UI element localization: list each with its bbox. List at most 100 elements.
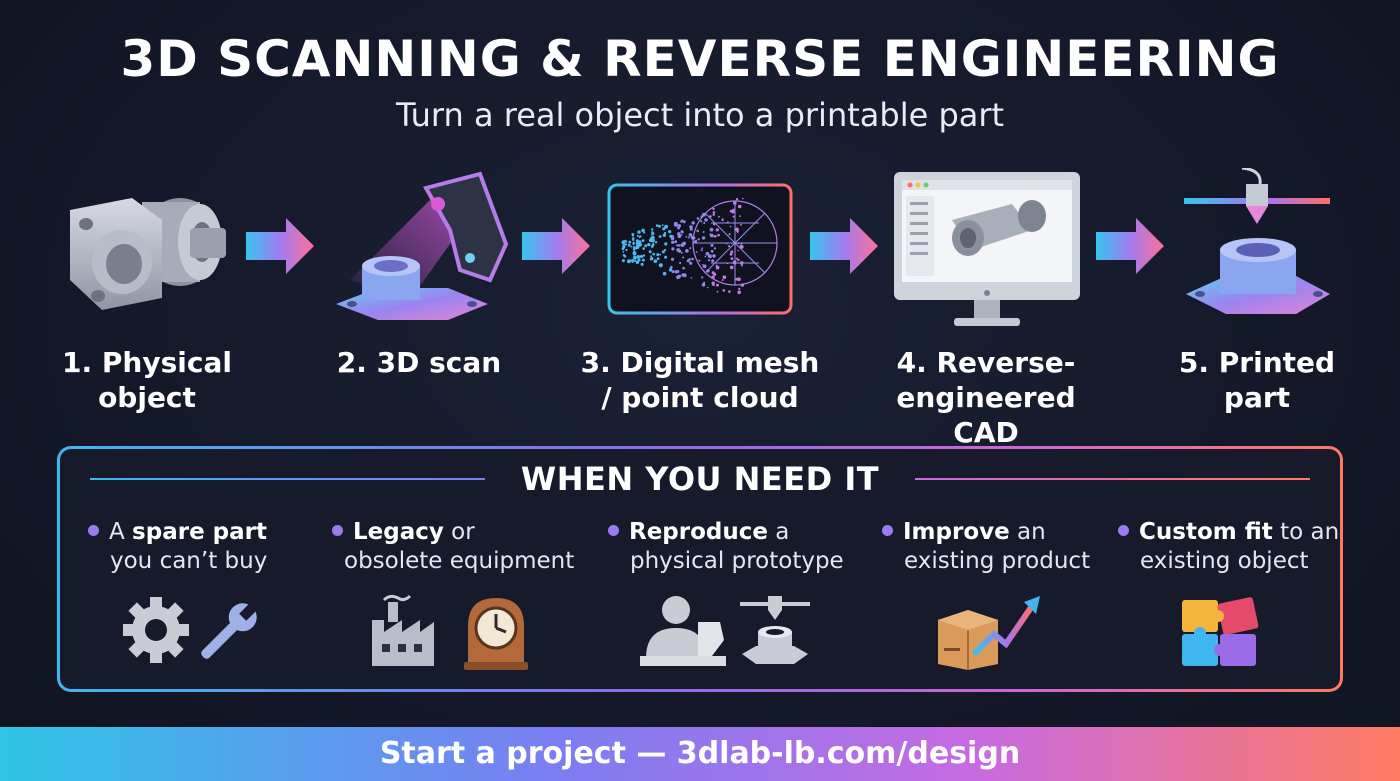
- point-cloud-dot: [682, 220, 686, 224]
- bullet-icon: [608, 525, 619, 536]
- point-cloud-dot: [670, 265, 673, 269]
- point-cloud-dot: [715, 228, 719, 232]
- point-cloud-dot: [658, 263, 663, 268]
- point-cloud-dot: [641, 228, 645, 233]
- point-cloud-dot: [631, 260, 634, 263]
- point-cloud-dot: [674, 270, 678, 274]
- point-cloud-dot: [737, 290, 741, 295]
- point-cloud-dot: [680, 230, 684, 234]
- point-cloud-dot: [654, 241, 658, 244]
- cta-banner[interactable]: Start a project — 3dlab-lb.com/design: [0, 727, 1400, 781]
- point-cloud-dot: [637, 258, 641, 262]
- point-cloud-dot: [664, 255, 668, 259]
- gear-tooth: [123, 624, 137, 636]
- bullet-icon: [88, 525, 99, 536]
- page-subtitle: Turn a real object into a printable part: [395, 96, 1005, 134]
- point-cloud-dot: [664, 224, 668, 229]
- point-cloud-dot: [716, 290, 719, 293]
- point-cloud-dot: [705, 251, 710, 256]
- point-cloud-dot: [703, 281, 706, 284]
- point-cloud-dot: [680, 251, 683, 254]
- point-cloud-dot: [730, 257, 734, 260]
- point-cloud-dot: [651, 232, 655, 235]
- point-cloud-dot: [696, 217, 700, 220]
- point-cloud-dot: [627, 259, 631, 264]
- point-cloud-dot: [631, 234, 634, 237]
- point-cloud-dot: [637, 230, 641, 234]
- point-cloud-dot: [622, 251, 625, 253]
- point-cloud-dot: [673, 221, 678, 226]
- point-cloud-dot: [737, 249, 739, 252]
- 3d-printer-nozzle-icon: [1184, 168, 1330, 314]
- point-cloud-dot: [624, 243, 628, 246]
- point-cloud-dot: [636, 255, 641, 259]
- point-cloud-dot: [640, 262, 644, 266]
- point-cloud-dot: [671, 247, 675, 251]
- point-cloud-dot: [701, 236, 706, 240]
- point-cloud-dot: [632, 239, 635, 242]
- point-cloud-dot: [691, 257, 694, 261]
- point-cloud-dot: [737, 204, 742, 209]
- point-cloud-dot: [709, 233, 714, 238]
- point-cloud-dot: [682, 241, 686, 246]
- point-cloud-dot: [701, 276, 704, 279]
- point-cloud-dot: [685, 249, 689, 253]
- point-cloud-dot: [711, 281, 715, 285]
- point-cloud-dot: [680, 234, 683, 236]
- point-cloud-dot: [686, 259, 690, 263]
- point-cloud-dot: [621, 259, 625, 263]
- point-cloud-dot: [704, 255, 707, 258]
- point-cloud-dot: [633, 248, 635, 250]
- point-cloud-dot: [634, 259, 637, 263]
- point-cloud-dot: [676, 244, 679, 247]
- point-cloud-dot: [664, 242, 668, 246]
- point-cloud-dot: [687, 236, 690, 239]
- wrench-icon: [201, 602, 258, 659]
- point-cloud-dot: [633, 256, 637, 260]
- point-cloud-dot: [721, 218, 724, 222]
- point-cloud-dot: [658, 235, 662, 238]
- point-cloud-dot: [643, 231, 646, 234]
- point-cloud-dot: [716, 283, 719, 287]
- point-cloud-dot: [700, 249, 703, 252]
- point-cloud-dot: [691, 221, 695, 225]
- point-cloud-dot: [636, 235, 639, 237]
- point-cloud-dot: [678, 249, 682, 253]
- point-cloud-dot: [685, 235, 688, 238]
- arrow-icon: [810, 218, 878, 274]
- point-cloud-dot: [690, 277, 693, 279]
- point-cloud-dot: [737, 277, 741, 282]
- point-cloud-dot: [628, 240, 632, 244]
- point-cloud-dot: [655, 224, 659, 227]
- arrow-icon: [1096, 218, 1164, 274]
- point-cloud-dot: [635, 260, 639, 264]
- point-cloud-dot: [649, 239, 652, 242]
- point-cloud-dot: [728, 233, 731, 236]
- point-cloud-dot: [678, 244, 681, 247]
- point-cloud-dot: [713, 247, 717, 250]
- point-cloud-dot: [735, 257, 738, 260]
- bullet-icon: [882, 525, 893, 536]
- point-cloud-dot: [682, 266, 685, 270]
- factory-icon: [372, 594, 528, 670]
- point-cloud-dot: [712, 254, 716, 258]
- step-label-3: 3. Digital mesh/ point cloud: [580, 346, 820, 414]
- point-cloud-dot: [696, 229, 699, 233]
- point-cloud-dot: [707, 259, 711, 262]
- point-cloud-dot: [729, 265, 734, 270]
- point-cloud-dot: [700, 220, 703, 223]
- puzzle-icon: [1182, 597, 1259, 666]
- point-cloud-dot: [729, 225, 732, 228]
- point-cloud-dot: [709, 227, 714, 232]
- point-cloud-dot: [677, 234, 682, 239]
- point-cloud-dot: [713, 223, 716, 226]
- point-cloud-dot: [622, 245, 626, 249]
- printer-part-icon: [740, 596, 810, 664]
- divider: [90, 478, 485, 480]
- point-cloud-dot: [670, 257, 675, 261]
- point-cloud-dot: [671, 270, 675, 274]
- point-cloud-mesh-icon: [607, 183, 793, 315]
- divider: [915, 478, 1310, 480]
- point-cloud-dot: [731, 250, 734, 254]
- point-cloud-dot: [703, 222, 706, 225]
